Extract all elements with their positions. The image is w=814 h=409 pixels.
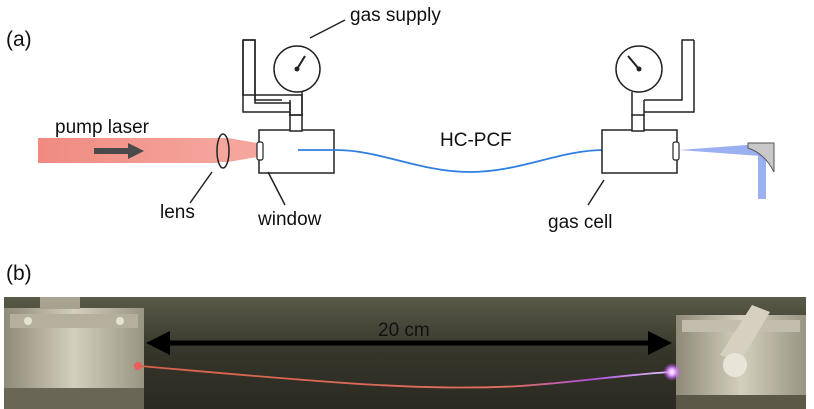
distance-label: 20 cm — [378, 320, 430, 341]
gas-supply-label: gas supply — [350, 5, 441, 26]
gas-pipe-left-inner — [243, 39, 282, 101]
gas-cell-leader — [587, 179, 605, 206]
window-icon — [256, 141, 264, 161]
lens-icon — [216, 133, 230, 169]
glowing-fiber — [139, 365, 673, 389]
lens-label: lens — [160, 202, 195, 223]
window-icon — [672, 141, 680, 161]
distance-arrow — [146, 331, 672, 355]
lens-leader — [189, 171, 213, 204]
window-label: window — [257, 209, 322, 230]
mirror-icon — [747, 142, 775, 173]
gas-pipe-right-inner — [644, 39, 694, 101]
panel-label-b: (b) — [6, 262, 32, 285]
gas-cell-left — [256, 114, 335, 174]
panel-b: (b) 20 cm — [4, 262, 806, 409]
gas-pipe-left-outer — [242, 40, 290, 113]
panel-a: (a) pump laser lens window — [6, 5, 775, 233]
experiment-photo — [4, 297, 806, 409]
pump-laser-label: pump laser — [55, 117, 150, 138]
output-beam-reflected — [758, 150, 766, 199]
output-glow — [663, 363, 681, 381]
gas-supply-leader — [309, 19, 346, 39]
pressure-gauge-icon — [615, 45, 663, 93]
gas-cell-right — [601, 114, 680, 174]
output-beam — [679, 144, 764, 156]
window-leader — [267, 171, 286, 206]
gas-pipe-right-outer — [644, 40, 695, 113]
pressure-gauge-icon — [273, 45, 321, 93]
gas-cell-label: gas cell — [548, 212, 612, 233]
hc-pcf-fiber — [298, 149, 672, 173]
arrow-right-icon — [94, 143, 144, 159]
hc-pcf-label: HC-PCF — [440, 130, 512, 151]
panel-label-a: (a) — [6, 28, 32, 51]
